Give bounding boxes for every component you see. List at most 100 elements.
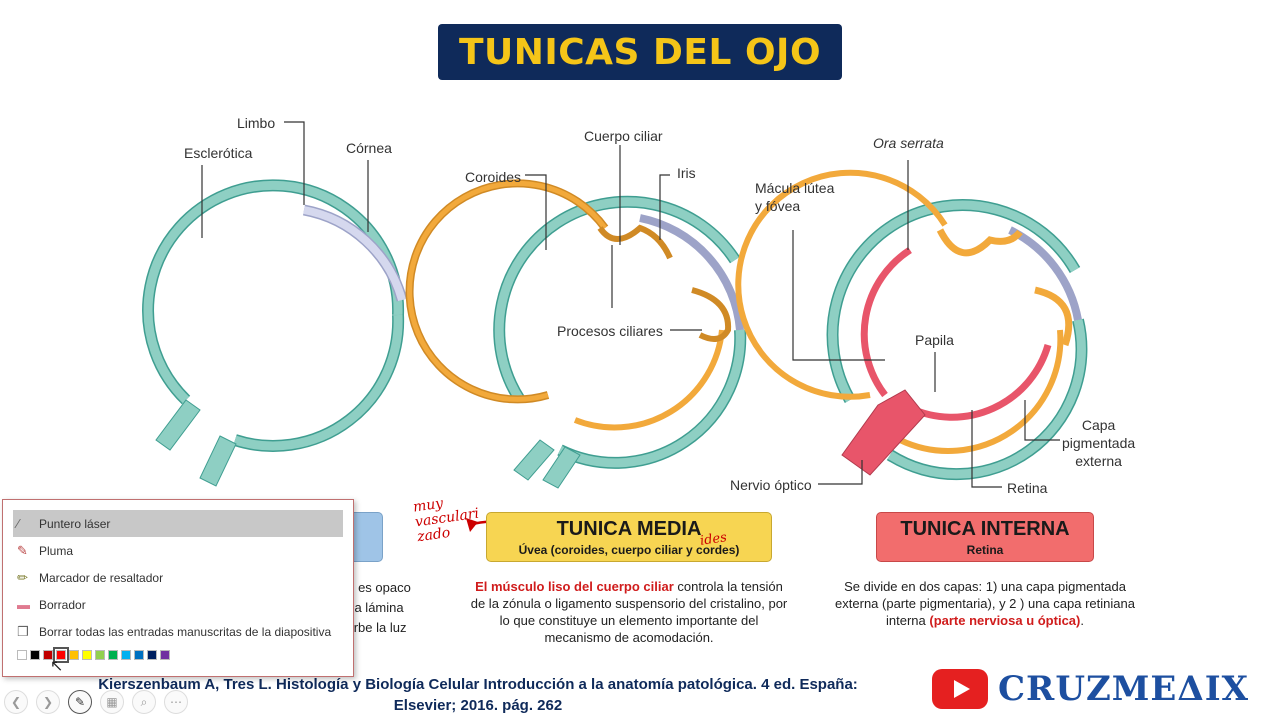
optic-stalk-left — [155, 399, 201, 451]
citation-line-2: Elsevier; 2016. pág. 262 — [393, 697, 563, 714]
media-sclera-ring — [493, 195, 741, 404]
capa-leader — [1024, 400, 1060, 441]
color-palette — [13, 647, 343, 663]
retina-neural — [860, 247, 912, 398]
label-nervio-optico: Nervio óptico — [730, 477, 812, 493]
media-sclera-fill — [494, 197, 739, 403]
externa-line-2: una lámina — [340, 600, 404, 615]
tunica-media-subtitle: Úvea (coroides, cuerpo ciliar y cordes) — [518, 543, 740, 557]
label-cornea: Córnea — [346, 140, 392, 156]
label-retina: Retina — [1007, 480, 1048, 496]
menu-item-laser-pointer[interactable]: ∕ Puntero láser — [13, 510, 343, 537]
cornea-fill — [303, 206, 406, 302]
color-swatch-yellow[interactable] — [82, 650, 92, 660]
zoom-button[interactable]: ⌕ — [132, 690, 156, 714]
externa-line-1: o], es opaco — [340, 580, 411, 595]
color-swatch-dark-red[interactable] — [43, 650, 53, 660]
see-all-slides-button[interactable]: ▦ — [100, 690, 124, 714]
color-swatch-purple[interactable] — [160, 650, 170, 660]
menu-item-pen[interactable]: ✎ Pluma — [13, 537, 343, 564]
menu-item-label: Borrar todas las entradas manuscritas de… — [39, 624, 332, 639]
ciliary-body-top — [597, 224, 673, 260]
label-cuerpo-ciliar: Cuerpo ciliar — [584, 128, 663, 144]
menu-item-label: Borrador — [39, 597, 86, 612]
slideshow-toolbar: ❮ ❯ ✎ ▦ ⌕ ⋯ — [4, 690, 188, 714]
magnifier-icon: ⌕ — [140, 694, 148, 709]
citation: Kierszenbaum A, Tres L. Histología y Bio… — [70, 674, 886, 716]
menu-item-erase-all[interactable]: ❒ Borrar todas las entradas manuscritas … — [13, 618, 343, 645]
more-options-button[interactable]: ⋯ — [164, 690, 188, 714]
menu-item-highlighter[interactable]: ✏ Marcador de resaltador — [13, 564, 343, 591]
tunica-interna-text: Se divide en dos capas: 1) una capa pigm… — [835, 579, 1135, 628]
laser-pointer-icon: ∕ — [17, 516, 20, 531]
tunica-interna-title: TUNICA INTERNA — [900, 518, 1070, 540]
ciliary-body-side — [691, 287, 732, 342]
interna-ciliary-top — [936, 228, 1023, 257]
menu-item-eraser[interactable]: ▬ Borrador — [13, 591, 343, 618]
handwriting-annotation: muy vasculari zado — [412, 492, 482, 545]
nervio-leader — [818, 460, 863, 485]
color-swatch-dark-blue[interactable] — [147, 650, 157, 660]
tunica-interna-text-end: . — [1080, 613, 1084, 628]
menu-item-label: Marcador de resaltador — [39, 570, 164, 585]
label-coroides: Coroides — [465, 169, 522, 185]
interna-sclera-lower-fill — [887, 318, 1086, 479]
pen-icon: ✎ — [74, 695, 86, 709]
tunica-media-title: TUNICA MEDIA — [556, 518, 702, 540]
label-capa-pigmentada: Capa pigmentada externa — [1062, 417, 1136, 469]
coroides-lower — [573, 329, 725, 431]
next-slide-button[interactable]: ❯ — [36, 690, 60, 714]
sclera-lower-fill — [233, 314, 403, 451]
interna-uvea — [735, 169, 948, 400]
iris-leader — [659, 174, 670, 240]
externa-line-3: sorbe la luz — [340, 620, 407, 635]
label-procesos-ciliares: Procesos ciliares — [557, 323, 663, 339]
color-swatch-white[interactable] — [17, 650, 27, 660]
eraser-icon: ▬ — [17, 597, 30, 612]
diagram-tunica-media — [405, 145, 747, 489]
pen-tool-button[interactable]: ✎ — [68, 690, 92, 714]
color-swatch-light-blue[interactable] — [121, 650, 131, 660]
retina-leader — [971, 410, 1002, 488]
tunica-externa-description-fragment: o], es opaco una lámina sorbe la luz — [340, 578, 450, 638]
channel-logo: CRUZMEΔIX — [932, 668, 1249, 710]
color-swatch-blue[interactable] — [134, 650, 144, 660]
pen-icon: ✎ — [17, 542, 28, 558]
color-swatch-orange[interactable] — [69, 650, 79, 660]
arrow-left-icon: ❮ — [10, 695, 22, 709]
arrow-right-icon: ❯ — [42, 695, 54, 709]
media-sclera-lower — [557, 329, 747, 469]
tunica-interna-subtitle: Retina — [966, 543, 1004, 557]
menu-item-label: Puntero láser — [39, 516, 111, 531]
mouse-cursor-icon: ↖ — [50, 658, 64, 675]
optic-nerve — [841, 389, 926, 476]
interna-cornea — [1008, 226, 1082, 321]
citation-line-1: Kierszenbaum A, Tres L. Histología y Bio… — [98, 676, 858, 693]
color-swatch-light-green[interactable] — [95, 650, 105, 660]
label-limbo: Limbo — [237, 115, 276, 131]
color-swatch-red[interactable] — [53, 647, 69, 663]
media-stalk-left — [513, 439, 555, 481]
label-esclerotica: Esclerótica — [184, 145, 253, 161]
erase-all-icon: ❒ — [17, 623, 29, 639]
interna-sclera-fill — [828, 200, 1079, 403]
limbo-leader — [284, 121, 305, 205]
optic-stalk-right — [199, 435, 237, 487]
color-swatch-green[interactable] — [108, 650, 118, 660]
coroides-leader — [525, 174, 547, 250]
label-papila: Papila — [915, 332, 954, 348]
label-macula: Mácula lútea y fóvea — [755, 180, 835, 214]
youtube-play-icon — [932, 669, 988, 709]
previous-slide-button[interactable]: ❮ — [4, 690, 28, 714]
retina-neural-lower — [908, 344, 1052, 421]
more-icon: ⋯ — [170, 695, 182, 709]
pointer-options-menu: ∕ Puntero láser ✎ Pluma ✏ Marcador de re… — [2, 499, 354, 677]
color-swatch-black[interactable] — [30, 650, 40, 660]
menu-item-label: Pluma — [39, 543, 74, 558]
tunica-media-box: TUNICA MEDIA Úvea (coroides, cuerpo cili… — [486, 512, 772, 562]
macula-leader — [792, 230, 885, 361]
interna-uvea-lower — [898, 329, 1064, 454]
logo-text: CRUZMEΔIX — [998, 669, 1250, 709]
sclera-fill — [143, 180, 403, 404]
interna-ciliary-side — [1034, 286, 1073, 347]
